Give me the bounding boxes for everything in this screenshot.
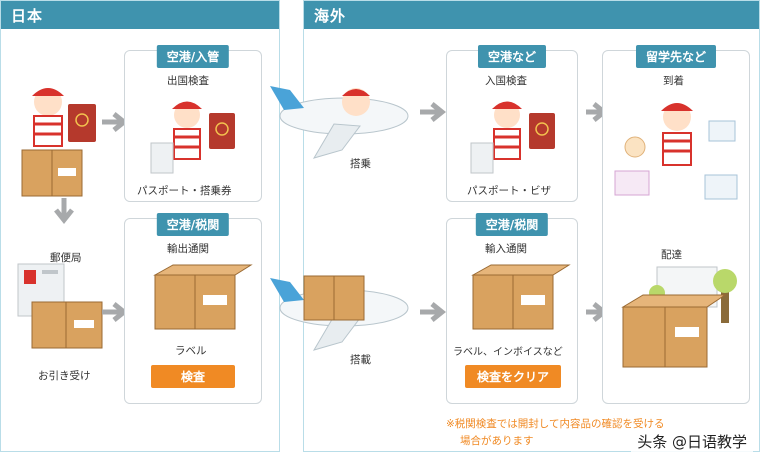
- airport-customs-import-card: 空港/税関 輸入通関 ラベル、インボイスなど 検査をクリア: [446, 213, 578, 404]
- package-box-illustration: [153, 264, 253, 330]
- inspection-cleared-badge: 検査をクリア: [465, 365, 561, 388]
- airport-entry-card: 空港など 入国検査 パスポート・ビザ: [446, 45, 578, 202]
- delivered-package-illustration: [621, 266, 737, 368]
- customs-note-line-2: 場合があります: [460, 435, 534, 447]
- traveler-passport-illustration: [150, 101, 235, 174]
- airport-immigration-header: 空港/入管: [156, 45, 230, 68]
- traveler-passport-illustration: [470, 101, 555, 174]
- destination-header: 留学先など: [635, 45, 717, 68]
- post-office-package-illustration: [17, 263, 103, 349]
- passport-boarding-pass-label: パスポート・搭乗券: [137, 185, 232, 197]
- japan-region-title: 日本: [1, 1, 279, 29]
- traveler-with-package-illustration: [21, 88, 96, 197]
- airport-immigration-card: 空港/入管 出国検査 パスポート・搭乗券: [124, 45, 262, 202]
- departure-inspection-label: 出国検査: [167, 75, 209, 87]
- arrival-label: 到着: [663, 75, 684, 87]
- loading-label: 搭載: [350, 354, 371, 366]
- airplane-cargo-illustration: [270, 275, 409, 351]
- inspection-badge: 検査: [151, 365, 235, 388]
- label-invoice-caption: ラベル、インボイスなど: [453, 347, 563, 358]
- delivery-label: 配達: [661, 249, 682, 261]
- airport-customs-export-header: 空港/税関: [156, 213, 230, 236]
- label-caption: ラベル: [175, 345, 207, 357]
- post-office-label: 郵便局: [50, 252, 82, 264]
- arrow-down-icon: [54, 198, 74, 225]
- boarding-label: 搭乗: [350, 158, 371, 170]
- airport-customs-export-card: 空港/税関 輸出通関 ラベル 検査: [124, 213, 262, 404]
- entry-inspection-label: 入国検査: [485, 75, 527, 87]
- airport-entry-header: 空港など: [477, 45, 547, 68]
- customs-note: ※税関検査では開封して内容品の確認を受ける 場合があります: [446, 416, 664, 450]
- package-box-illustration: [471, 264, 571, 330]
- airplane-passenger-illustration: [270, 86, 409, 159]
- import-clearance-label: 輸入通関: [485, 243, 527, 255]
- destination-card: 留学先など 到着 配達: [602, 45, 750, 404]
- pickup-label: お引き受け: [38, 370, 91, 382]
- student-arrival-illustration: [614, 103, 738, 200]
- airport-customs-import-header: 空港/税関: [475, 213, 549, 236]
- customs-note-line-1: ※税関検査では開封して内容品の確認を受ける: [446, 418, 665, 430]
- export-clearance-label: 輸出通関: [167, 243, 209, 255]
- passport-visa-label: パスポート・ビザ: [467, 185, 551, 197]
- overseas-region-title: 海外: [304, 1, 759, 29]
- watermark: 头条 @日语教学: [631, 429, 753, 454]
- arrow-right-icon: [420, 302, 447, 322]
- arrow-right-icon: [420, 102, 447, 122]
